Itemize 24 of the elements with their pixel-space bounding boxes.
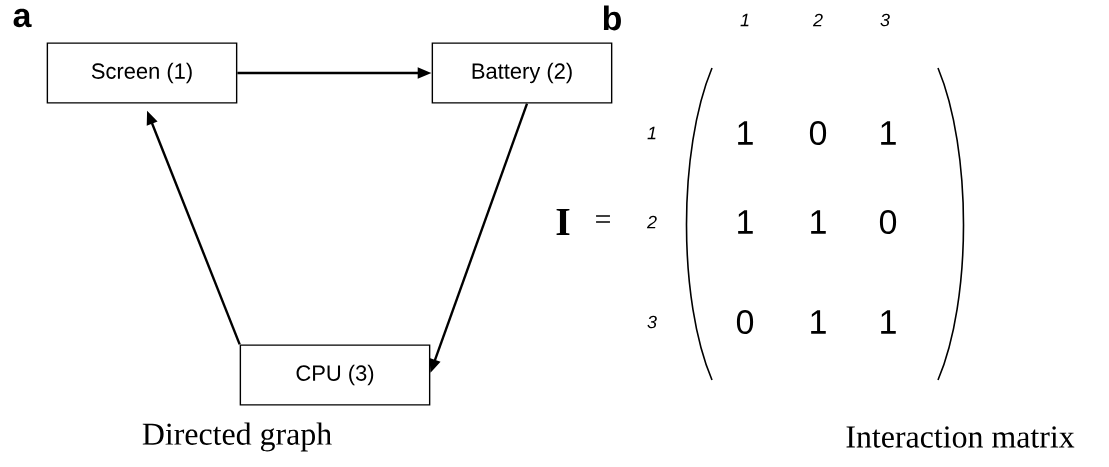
process-box: Screen (1)	[46, 42, 238, 104]
matrix-entry: 0	[809, 121, 827, 145]
process-box: Battery (2)	[431, 42, 613, 104]
matrix-symbol: I	[556, 208, 570, 236]
panel-letter: b	[603, 5, 621, 31]
caption: Directed graph	[142, 422, 332, 452]
matrix-entry: 1	[738, 121, 753, 145]
column-index: 2	[812, 13, 823, 27]
matrix-entry: 1	[881, 310, 896, 334]
matrix-entry: 1	[881, 121, 896, 145]
panel-letter: a	[13, 8, 32, 28]
row-index: 1	[647, 126, 656, 140]
equals-sign: =	[596, 215, 610, 223]
matrix-entry: 1	[811, 310, 826, 334]
row-index: 3	[647, 315, 657, 329]
process-box: CPU (3)	[239, 344, 431, 406]
matrix-entry: 1	[811, 210, 826, 234]
column-index: 3	[880, 13, 890, 27]
caption: Interaction matrix	[846, 426, 1075, 448]
column-index: 1	[740, 13, 749, 27]
matrix-entry: 0	[879, 210, 897, 234]
row-index: 2	[646, 215, 657, 229]
matrix-entry: 0	[736, 310, 754, 334]
matrix-entry: 1	[738, 210, 753, 234]
